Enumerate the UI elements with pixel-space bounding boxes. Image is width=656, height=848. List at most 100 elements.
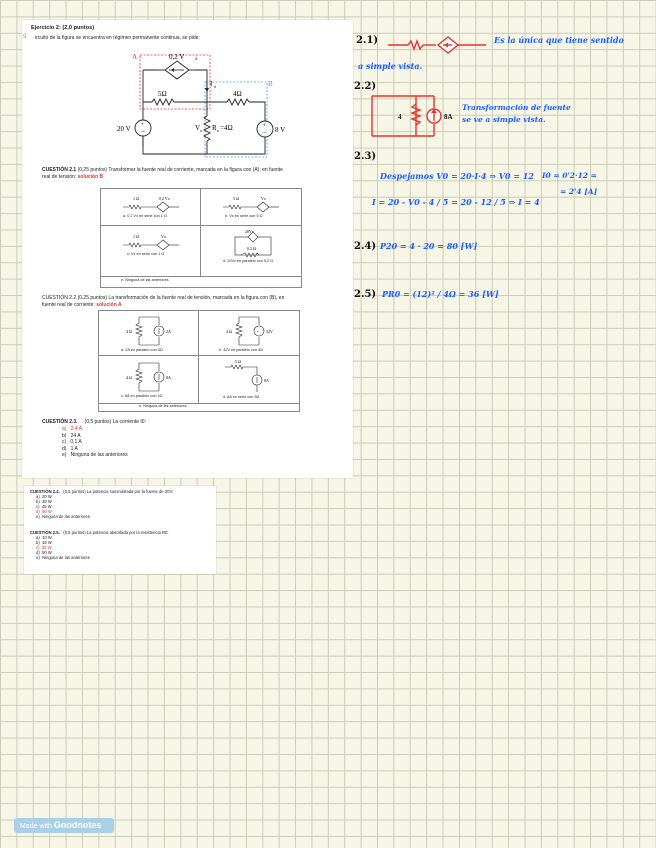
q23-prefix: CUESTIÓN 2.3. (42, 419, 78, 425)
q22-line2: fuente real de corriente: solución A (42, 303, 122, 308)
q23-opt-c[interactable]: c) 0,1 A (62, 439, 82, 445)
q22-option-d[interactable]: 5 Ω 8A d. 8A en serie con 5Ω (223, 359, 277, 400)
v8-label: 8 V (275, 126, 285, 134)
label-b: B (268, 80, 273, 88)
svg-text:+: + (141, 122, 145, 128)
note-2-4-line: P20 = 4 · 20 = 80 [W] (380, 241, 478, 251)
svg-text:−: − (263, 129, 267, 137)
q21-prefix: CUESTIÓN 2.1 (42, 167, 77, 173)
q21-b-caption: b. Vx en serie con 5 Ω (225, 214, 263, 218)
q21-text: (0,25 puntos) Transformar la fuente real… (77, 167, 283, 173)
note-2-1-text2: a simple vista. (358, 61, 423, 71)
q21-b-src-label: Vx (261, 196, 266, 201)
note-2-3-line2: I = 20 - V0 - 4 / 5 = 20 - 12 / 5 ⇒ I = … (372, 197, 540, 207)
svg-text:+: + (257, 329, 260, 334)
note-2-2-src: 8A (444, 113, 453, 121)
q22-solution: solución A (96, 302, 122, 308)
q22-c-caption: c. 8A en paralelo con 4Ω (121, 394, 163, 398)
q23-text: (0,5 puntos) La corriente I0: (84, 419, 146, 425)
q24-opt-e[interactable]: e) Ninguna de las anteriores (36, 514, 90, 519)
exam-sheet: Ejercicio 2: (2,0 puntos) 9 ircuito de l… (22, 20, 353, 478)
q22-a-caption: a. 2A en paralelo con 4Ω (121, 348, 163, 352)
q24-opt-d[interactable]: d) 80 W (36, 509, 52, 514)
q24-opt-a[interactable]: a) 20 W (36, 494, 52, 499)
svg-text:−: − (141, 128, 145, 136)
q25-opt-e[interactable]: e) Ninguna de las anteriores (36, 555, 90, 560)
r-left-label: 5Ω (158, 90, 167, 98)
note-2-3-number: 2.3) (354, 151, 377, 162)
q24-opt-c[interactable]: c) 45 W (36, 504, 52, 509)
io-sub: o (214, 84, 217, 89)
q21-solution: solución B (77, 174, 104, 180)
q21-d-res-label: 0,2 Ω (247, 246, 256, 252)
note-2-2-sketch: 4 8A (371, 95, 453, 137)
q22-option-b[interactable]: + 4 Ω 32V b. 32V en paralelo con 4Ω (219, 315, 279, 352)
q21-option-c[interactable]: 1 Ω Vx c. Vx en serie con 1 Ω (121, 233, 183, 256)
q21-a-caption: a. 0,2 Vx en serie con 1 Ω (123, 214, 167, 218)
q21-c-caption: c. Vx en serie con 1 Ω (127, 252, 165, 256)
note-2-3-line1b: I0 = 0'2·12 = (542, 171, 597, 180)
q22-c-res: 4 Ω (126, 375, 132, 380)
q22-options-table: 4 Ω 2A a. 2A en paralelo con 4Ω + 4 Ω 32… (98, 310, 300, 412)
q21-c-src-label: Vx (161, 234, 166, 239)
note-2-1-text: Es la única que tiene sentido (494, 35, 624, 45)
q22-b-caption: b. 32V en paralelo con 4Ω (219, 348, 264, 352)
q22-line1: CUESTIÓN 2.2 (0,25 puntos) La transforma… (42, 296, 284, 301)
note-2-1-number: 2.1) (356, 35, 379, 46)
q24-opt-b[interactable]: b) 40 W (36, 499, 52, 504)
q23-opt-b[interactable]: b) 24 A (62, 432, 81, 439)
vx-label: V (195, 124, 200, 132)
q23-opt-a[interactable]: a) 2,4 A (62, 426, 83, 432)
q22-text: (0,25 puntos) La transformación de la fu… (77, 295, 285, 301)
q21-a-src-label: 0,2 Vx (159, 196, 170, 202)
q22-d-caption: d. 8A en serie con 5Ω (223, 395, 260, 399)
q22-a-res: 4 Ω (126, 329, 132, 334)
q22-option-e[interactable]: e. Ninguna de las anteriores (139, 404, 187, 408)
note-2-2-text: Transformación de fuente (462, 103, 571, 112)
label-a: A (132, 53, 137, 61)
note-2-2-number: 2.2) (354, 81, 377, 92)
q23-line: CUESTIÓN 2.3. (0,5 puntos) La corriente … (42, 420, 146, 425)
q25-opt-a[interactable]: a) 10 W (36, 535, 52, 540)
q23-opt-e[interactable]: e) Ninguna de las anteriores (62, 452, 128, 458)
badge-brand: Goodnotes (53, 820, 102, 830)
q21-a-res-label: 1 Ω (133, 196, 139, 201)
q21-option-a[interactable]: 1 Ω 0,2 Vx a. 0,2 Vx en serie con 1 Ω (121, 195, 183, 218)
q23-opt-d[interactable]: d) 1 A (62, 445, 78, 452)
q25-opt-c[interactable]: c) 36 W (36, 545, 52, 550)
q22-prefix: CUESTIÓN 2.2 (42, 295, 77, 301)
q21-options-table: 1 Ω 0,2 Vx a. 0,2 Vx en serie con 1 Ω 5 … (100, 188, 302, 288)
q21-c-res-label: 1 Ω (133, 234, 139, 239)
main-circuit-diagram: + − + − A B 0,2 V x 5Ω 4Ω I o V x R o =4… (117, 53, 285, 158)
badge-prefix: Made with (20, 823, 52, 830)
q25-opt-b[interactable]: b) 16 W (36, 540, 52, 545)
dep-source-sub: x (195, 57, 198, 62)
q21-option-d[interactable]: 20Vx 0,2 Ω d. 20Vx en paralelo con 0,2 Ω (223, 229, 279, 264)
goodnotes-badge: Made with Goodnotes (14, 818, 114, 833)
note-2-1-sketch (388, 36, 486, 54)
q25-prefix: CUESTIÓN 2.5. (30, 530, 60, 535)
q22-option-c[interactable]: 4 Ω 8A c. 8A en paralelo con 4Ω (121, 361, 175, 398)
dep-source-label: 0,2 V (169, 53, 184, 61)
q21-d-src-label: 20Vx (245, 229, 254, 234)
note-2-2-res: 4 (398, 113, 402, 121)
q24-prefix: CUESTIÓN 2.4. (30, 489, 60, 494)
v20-label: 20 V (117, 125, 131, 133)
q22-a-src: 2A (166, 329, 171, 334)
q24-text: (0,5 puntos) La potencia suministrada po… (63, 489, 174, 494)
q22-b-res: 4 Ω (226, 329, 232, 334)
q21-option-b[interactable]: 5 Ω Vx b. Vx en serie con 5 Ω (221, 195, 283, 218)
q22-option-a[interactable]: 4 Ω 2A a. 2A en paralelo con 4Ω (121, 315, 175, 352)
note-2-3-line1c: = 2'4 [A] (560, 187, 598, 196)
exercise-title: Ejercicio 2: (2,0 puntos) (31, 25, 95, 31)
note-2-4-number: 2.4) (354, 241, 377, 252)
r-right-label: 4Ω (233, 90, 242, 98)
note-2-5-line: PR0 = (12)² / 4Ω = 36 [W] (382, 289, 499, 299)
q22-d-res: 5 Ω (235, 359, 241, 364)
q24-line: CUESTIÓN 2.4. (0,5 puntos) La potencia s… (30, 489, 174, 494)
q25-opt-d[interactable]: d) 50 W (36, 550, 52, 555)
io-label: I (210, 80, 213, 88)
q22-d-src: 8A (264, 378, 269, 383)
q21-option-e[interactable]: e. Ninguna de las anteriores (121, 278, 169, 282)
q22-c-src: 8A (166, 375, 171, 380)
